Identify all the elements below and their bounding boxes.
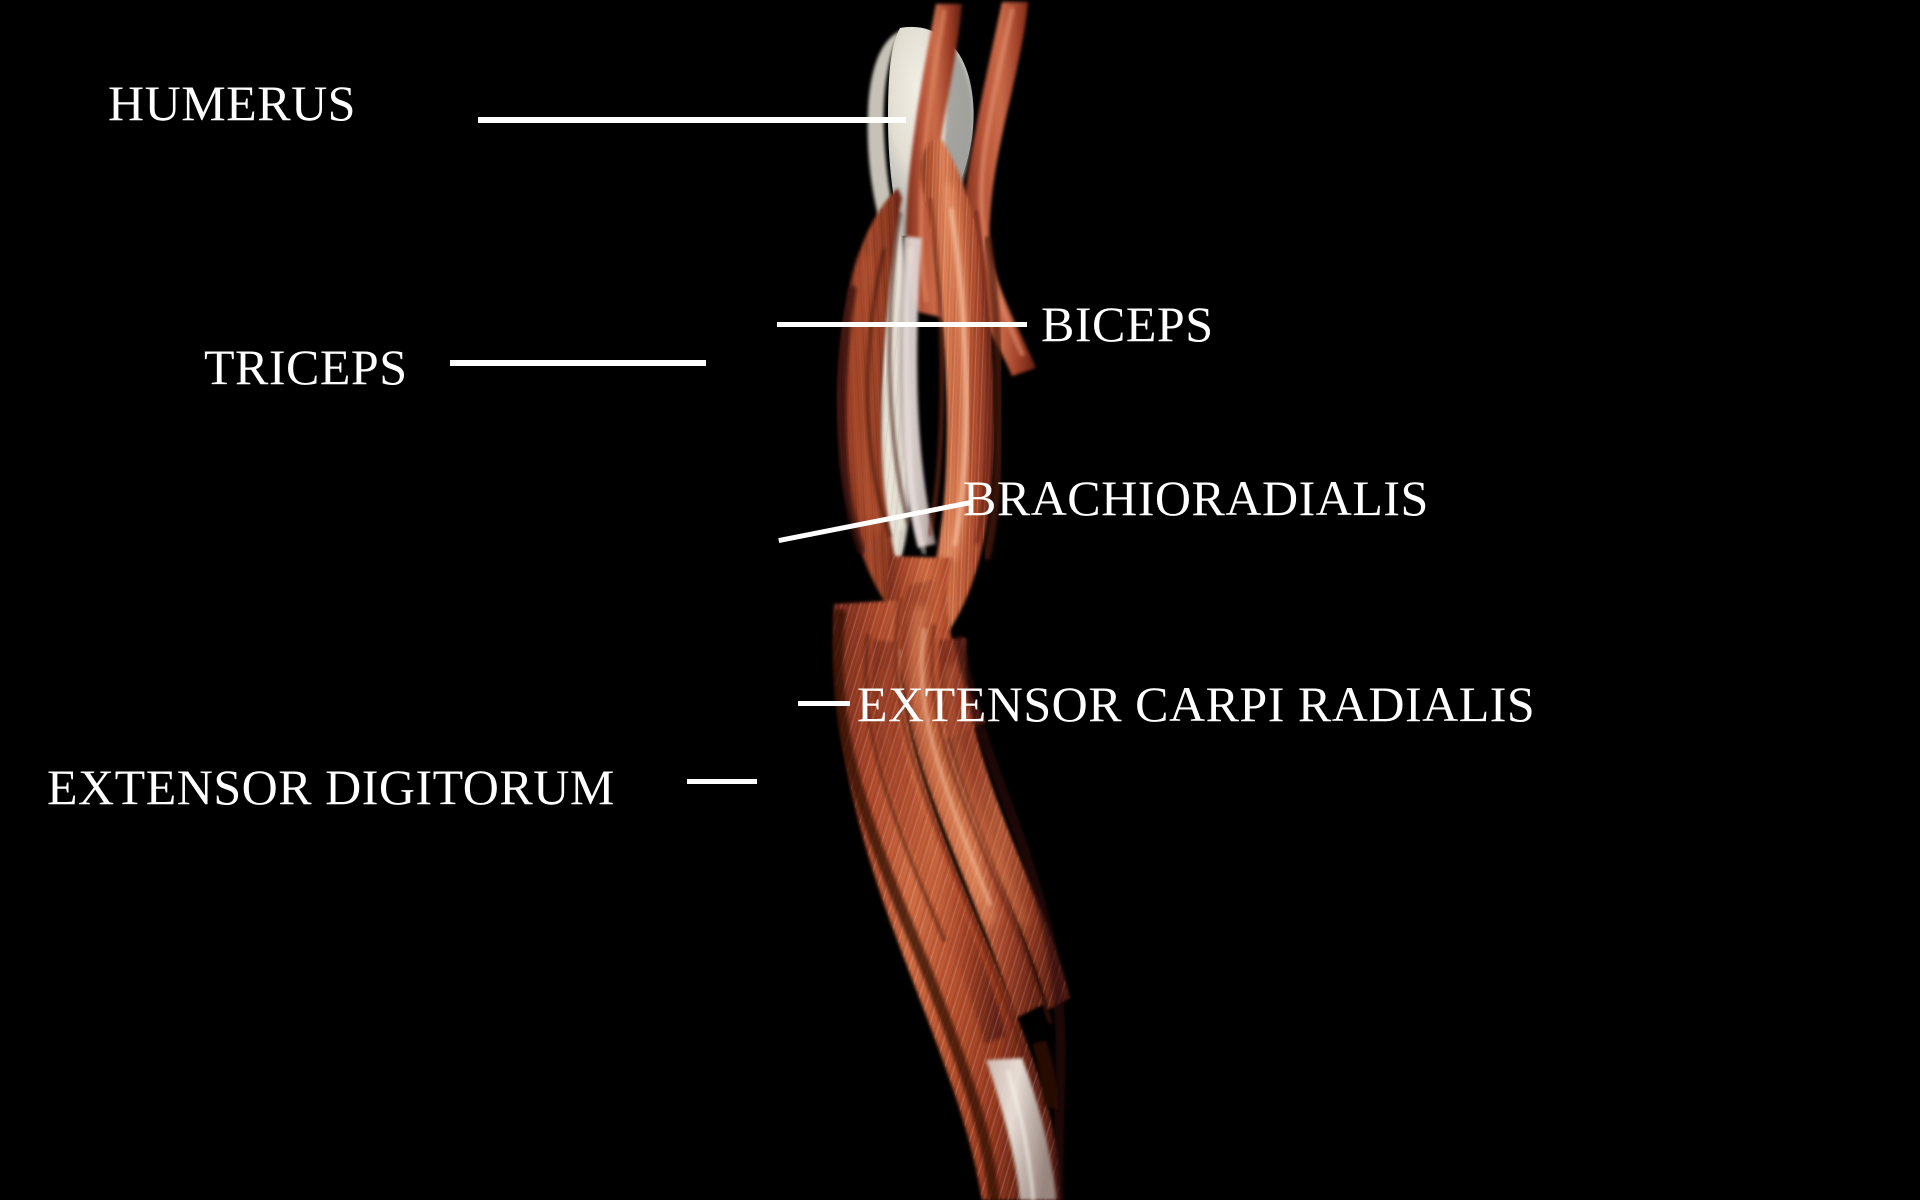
label-brachioradialis[interactable]: BRACHIORADIALIS (963, 470, 1429, 526)
leader-line-triceps (450, 360, 706, 366)
triceps-muscle (836, 188, 910, 614)
label-humerus[interactable]: HUMERUS (108, 75, 356, 131)
label-triceps[interactable]: TRICEPS (204, 339, 408, 395)
label-biceps[interactable]: BICEPS (1041, 296, 1214, 352)
label-extensor-carpi-radialis[interactable]: EXTENSOR CARPI RADIALIS (857, 676, 1536, 732)
brachial-fascia (899, 236, 936, 555)
biceps-muscle (920, 140, 1004, 632)
leader-line-extensor-digitorum (687, 779, 757, 784)
leader-line-humerus (478, 117, 906, 123)
leader-line-biceps (777, 322, 1027, 327)
label-extensor-digitorum[interactable]: EXTENSOR DIGITORUM (47, 759, 615, 815)
leader-line-extensor-carpi-radialis (798, 701, 850, 706)
forearm-muscles (832, 578, 1070, 1200)
